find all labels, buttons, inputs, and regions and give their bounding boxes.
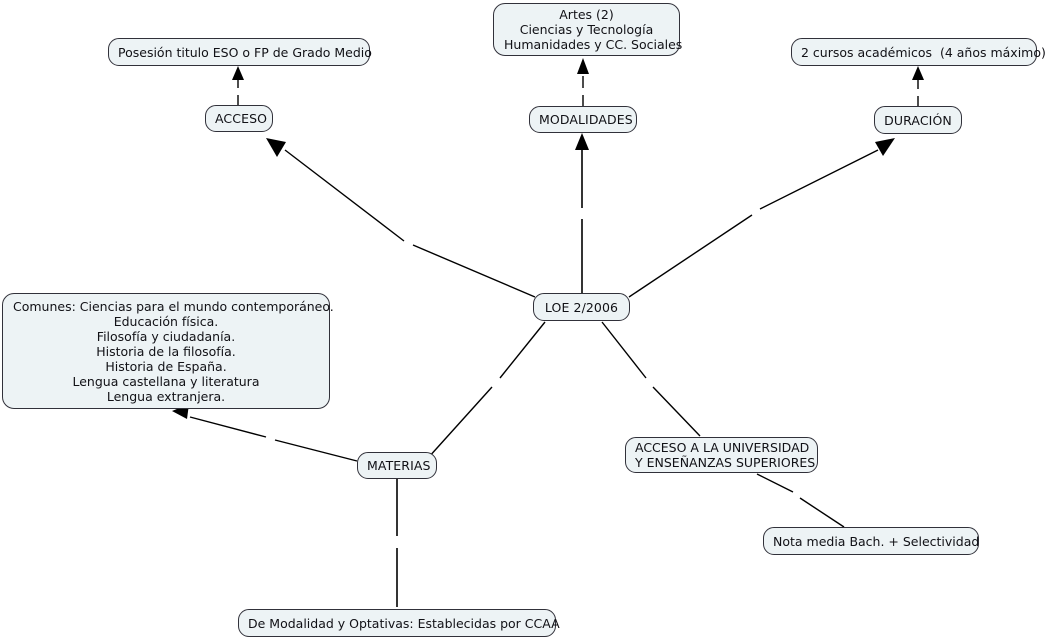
node-materias-comunes-line4: Historia de la filosofía. (96, 343, 236, 359)
node-materias-comunes-line3: Filosofía y ciudadanía. (96, 328, 236, 344)
link-root-to-modalidades (575, 133, 589, 293)
node-materias-label: MATERIAS (367, 458, 431, 473)
node-materias-comunes-line2: Educación física. (113, 313, 219, 329)
link-root-to-materias (427, 321, 546, 459)
node-materias-comunes-line6: Lengua castellana y literatura (72, 373, 260, 389)
node-duracion[interactable]: DURACIÓN (874, 106, 962, 134)
node-nota-media[interactable]: Nota media Bach. + Selectividad (763, 527, 979, 555)
node-nota-media-label: Nota media Bach. + Selectividad (773, 533, 980, 549)
node-requisito-acceso[interactable]: Posesión titulo ESO o FP de Grado Medio (108, 38, 372, 66)
link-root-to-duracion (628, 138, 895, 298)
link-root-to-acceso-universidad (601, 321, 701, 437)
node-modalidades-lista-line1: Artes (2) (559, 7, 614, 22)
node-modalidades-label: MODALIDADES (539, 112, 633, 127)
node-materias-comunes-line5: Historia de España. (105, 358, 227, 374)
node-materias-comunes-line1: Comunes: Ciencias para el mundo contempo… (13, 298, 334, 314)
node-acceso-label: ACCESO (215, 111, 268, 126)
node-modalidades[interactable]: MODALIDADES (529, 106, 637, 133)
link-acceso-to-requisito (232, 66, 244, 105)
node-modalidades-lista-line2: Ciencias y Tecnología (519, 22, 654, 37)
node-duracion-detalle[interactable]: 2 cursos académicos (4 años máximo) (791, 38, 1046, 66)
node-duracion-detalle-label: 2 cursos académicos (4 años máximo) (801, 44, 1046, 60)
node-materias-comunes[interactable]: Comunes: Ciencias para el mundo contempo… (2, 293, 334, 409)
node-acceso-universidad-line1: ACCESO A LA UNIVERSIDAD (635, 440, 810, 455)
node-acceso-universidad[interactable]: ACCESO A LA UNIVERSIDAD Y ENSEÑANZAS SUP… (625, 437, 818, 473)
link-materias-to-comunes (172, 404, 358, 462)
link-root-to-acceso (266, 138, 536, 298)
link-universidad-to-nota (756, 473, 845, 528)
node-duracion-label: DURACIÓN (884, 112, 952, 128)
node-materias-modalidad[interactable]: De Modalidad y Optativas: Establecidas p… (238, 609, 560, 637)
node-materias-modalidad-label: De Modalidad y Optativas: Establecidas p… (248, 615, 560, 631)
link-modalidades-to-lista (577, 58, 589, 106)
node-acceso[interactable]: ACCESO (205, 105, 273, 132)
node-requisito-acceso-label: Posesión titulo ESO o FP de Grado Medio (118, 44, 372, 60)
node-root-loe-label: LOE 2/2006 (544, 299, 619, 315)
node-materias-comunes-line7: Lengua extranjera. (106, 388, 226, 404)
link-duracion-to-detalle (912, 66, 924, 106)
node-materias[interactable]: MATERIAS (357, 452, 437, 479)
node-modalidades-lista[interactable]: Artes (2) Ciencias y Tecnología Humanida… (493, 3, 683, 56)
node-root-loe[interactable]: LOE 2/2006 (533, 293, 630, 321)
node-acceso-universidad-line2: Y ENSEÑANZAS SUPERIORES (635, 455, 816, 470)
node-modalidades-lista-line3: Humanidades y CC. Sociales (504, 37, 683, 52)
